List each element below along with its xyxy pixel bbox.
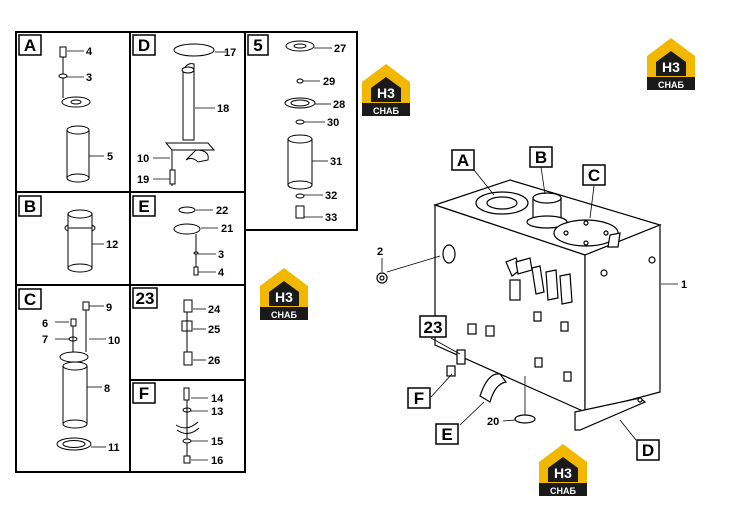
part-label: 7 <box>42 334 48 346</box>
svg-text:B: B <box>535 148 547 167</box>
panel-5: 5 27 29 28 30 31 32 33 <box>247 34 346 224</box>
part-label: 10 <box>108 335 120 347</box>
svg-text:H3: H3 <box>275 289 293 305</box>
svg-text:H3: H3 <box>662 59 680 75</box>
part-label: 19 <box>137 174 149 186</box>
panel-5-label: 5 <box>253 36 262 55</box>
part-label: 17 <box>224 47 236 59</box>
callout-d: D <box>636 439 660 461</box>
hydraulic-tank <box>376 179 662 431</box>
part-label: 10 <box>137 153 149 165</box>
part-label: 30 <box>327 117 339 129</box>
panel-e: E 22 21 3 4 <box>132 195 233 279</box>
part-label: 2 <box>377 246 383 258</box>
part-label: 9 <box>106 302 112 314</box>
part-label: 31 <box>330 156 342 168</box>
part-label: 1 <box>681 279 687 291</box>
panel-23-label: 23 <box>136 289 155 308</box>
panel-a: A 4 3 5 <box>18 34 113 183</box>
part-label: 20 <box>487 416 499 428</box>
part-label: 5 <box>107 151 113 163</box>
svg-text:C: C <box>588 166 600 185</box>
panel-c-label: C <box>24 290 36 309</box>
callout-a: A <box>451 149 475 171</box>
part-label: 28 <box>333 99 345 111</box>
part-label: 25 <box>208 324 220 336</box>
part-label: 13 <box>211 406 223 418</box>
part-label: 27 <box>334 43 346 55</box>
panel-b-label: B <box>24 197 36 216</box>
part-label: 15 <box>211 436 223 448</box>
part-label: 24 <box>208 304 221 316</box>
part-label: 16 <box>211 455 223 467</box>
panel-23: 23 24 25 26 <box>132 287 221 367</box>
panel-e-label: E <box>138 197 149 216</box>
svg-text:СНАБ: СНАБ <box>550 486 576 496</box>
callout-leaders <box>381 166 678 441</box>
panel-f-label: F <box>139 384 149 403</box>
panel-a-label: A <box>24 36 36 55</box>
svg-text:A: A <box>457 151 469 170</box>
callout-b: B <box>529 146 553 168</box>
part-label: 22 <box>216 205 228 217</box>
panel-f: F 14 13 15 16 <box>132 382 224 467</box>
part-label: 29 <box>323 76 335 88</box>
svg-text:СНАБ: СНАБ <box>373 106 399 116</box>
part-label: 33 <box>325 212 337 224</box>
part-label: 26 <box>208 355 220 367</box>
panel-d-label: D <box>138 36 150 55</box>
callout-23: 23 <box>419 315 447 338</box>
part-label: 3 <box>86 72 92 84</box>
part-label: 4 <box>86 46 93 58</box>
part-label: 32 <box>325 190 337 202</box>
part-label: 12 <box>106 239 118 251</box>
logo-watermark: H3 СНАБ <box>260 268 308 320</box>
svg-text:H3: H3 <box>377 85 395 101</box>
panel-grid <box>15 31 358 473</box>
svg-text:СНАБ: СНАБ <box>271 310 297 320</box>
panel-d: D 17 18 10 19 <box>132 34 236 186</box>
svg-text:E: E <box>441 425 452 444</box>
part-label: 6 <box>42 318 48 330</box>
svg-text:23: 23 <box>424 318 443 337</box>
svg-text:F: F <box>414 389 424 408</box>
part-label: 21 <box>221 223 233 235</box>
part-label: 8 <box>104 383 110 395</box>
panel-c: C 9 6 7 10 8 11 <box>18 288 120 454</box>
panel-b: B 12 <box>18 195 118 273</box>
svg-text:H3: H3 <box>554 465 572 481</box>
callout-c: C <box>582 164 606 186</box>
logo-watermark: H3 СНАБ <box>362 64 410 116</box>
callout-e: E <box>435 423 459 445</box>
part-label: 4 <box>218 267 225 279</box>
part-label: 3 <box>218 249 224 261</box>
svg-text:СНАБ: СНАБ <box>658 80 684 90</box>
part-label: 11 <box>108 442 120 454</box>
callout-f: F <box>407 387 431 409</box>
svg-text:D: D <box>642 441 654 460</box>
part-label: 18 <box>217 103 229 115</box>
logo-watermark: H3 СНАБ <box>647 38 695 90</box>
logo-watermark: H3 СНАБ <box>539 444 587 496</box>
part-label: 14 <box>211 393 224 405</box>
